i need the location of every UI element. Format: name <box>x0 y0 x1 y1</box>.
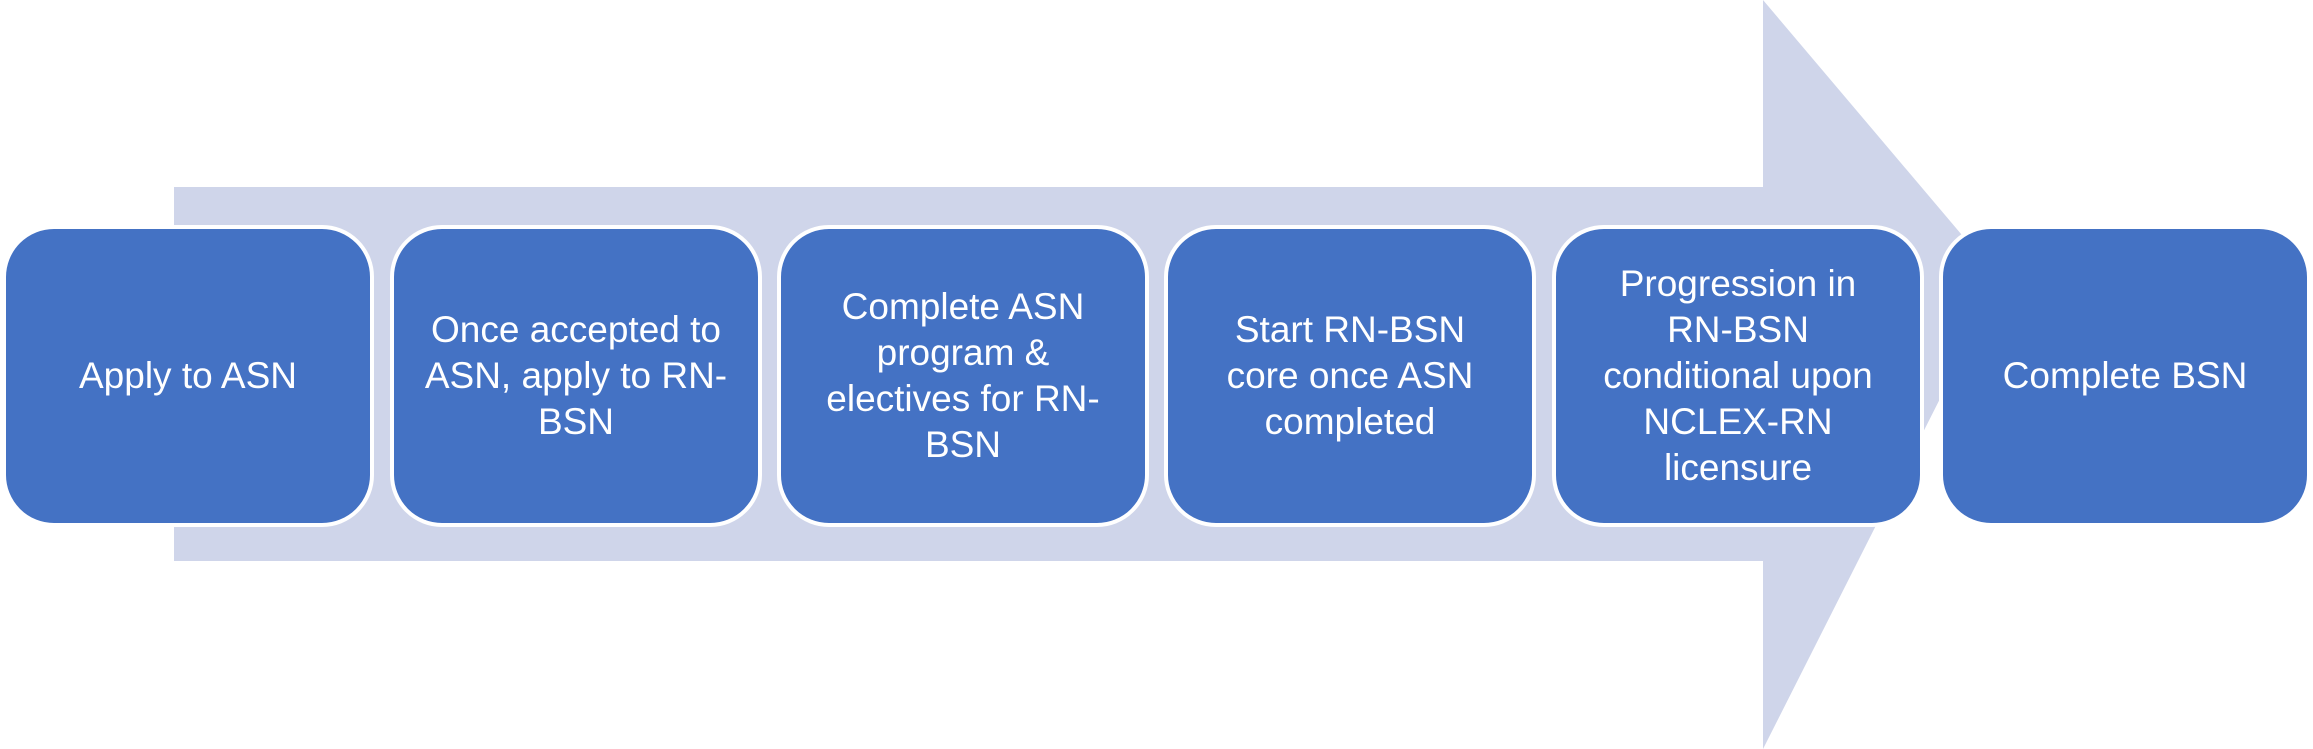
step-apply-rn-bsn: Once accepted to ASN, apply to RN-BSN <box>390 225 762 527</box>
step-label: Start RN-BSN core once ASN completed <box>1226 309 1474 442</box>
step-label: Once accepted to ASN, apply to RN-BSN <box>424 309 728 442</box>
step-complete-bsn: Complete BSN <box>1939 225 2311 527</box>
step-label: Apply to ASN <box>78 355 297 396</box>
step-progression-licensure: Progression in RN-BSN conditional upon N… <box>1552 225 1924 527</box>
step-label: Complete BSN <box>2002 355 2248 396</box>
step-apply-asn: Apply to ASN <box>2 225 374 527</box>
step-complete-asn-program: Complete ASN program & electives for RN-… <box>777 225 1149 527</box>
step-label: Complete ASN program & electives for RN-… <box>826 286 1100 465</box>
step-label: Progression in RN-BSN conditional upon N… <box>1603 263 1873 488</box>
step-start-rn-bsn-core: Start RN-BSN core once ASN completed <box>1164 225 1536 527</box>
